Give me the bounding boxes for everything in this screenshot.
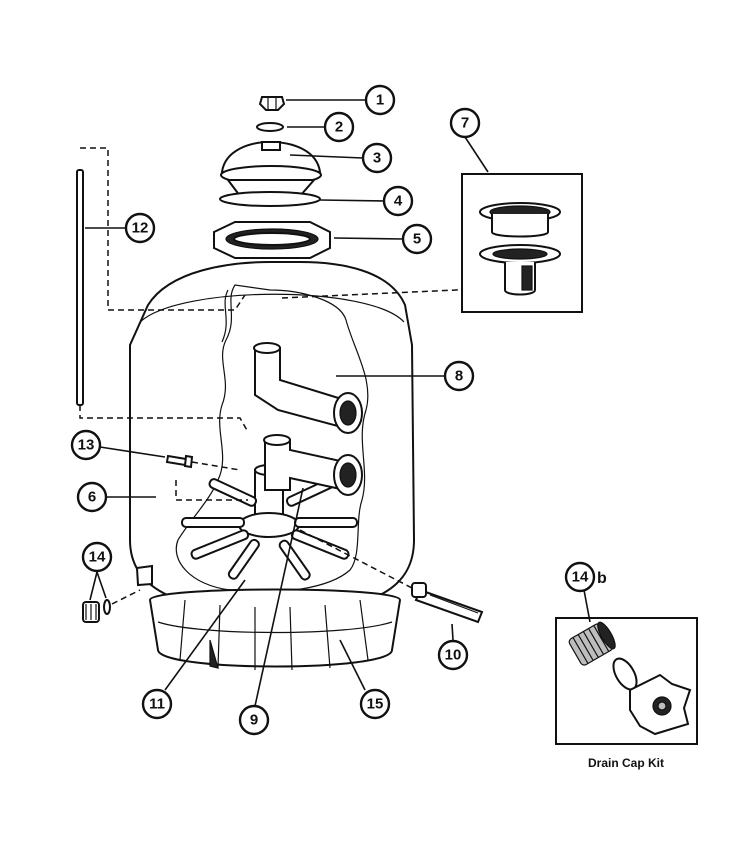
callout-12: 12 — [124, 212, 156, 244]
svg-text:7: 7 — [461, 115, 469, 132]
callout-2: 2 — [323, 111, 355, 143]
drain-cap-kit-box — [555, 589, 698, 745]
callout-14b: 14 b — [564, 561, 607, 593]
svg-text:5: 5 — [413, 231, 421, 248]
callout-11: 11 — [141, 688, 173, 720]
svg-text:3: 3 — [373, 150, 381, 167]
leader-lines — [85, 99, 489, 707]
callout-14b-suffix: b — [597, 570, 607, 587]
part-2-o-ring — [256, 122, 284, 132]
callout-8: 8 — [443, 360, 475, 392]
callout-15: 15 — [359, 688, 391, 720]
svg-text:14: 14 — [89, 549, 106, 566]
svg-text:9: 9 — [250, 712, 258, 729]
part-3-dome — [220, 140, 322, 197]
svg-text:13: 13 — [78, 437, 95, 454]
part-13-screw — [165, 454, 194, 469]
part-12-rod — [76, 169, 84, 406]
callout-10: 10 — [437, 639, 469, 671]
detail-box-7 — [461, 173, 583, 313]
callout-13: 13 — [70, 429, 102, 461]
svg-text:11: 11 — [149, 696, 165, 713]
internal-pipes — [253, 342, 363, 496]
callout-4: 4 — [382, 185, 414, 217]
svg-text:15: 15 — [367, 696, 384, 713]
part-14-drain-plug — [82, 599, 111, 623]
callout-7: 7 — [449, 107, 481, 139]
svg-text:8: 8 — [455, 368, 463, 385]
callout-1: 1 — [364, 84, 396, 116]
svg-text:1: 1 — [376, 92, 384, 109]
part-5-clamp-ring — [213, 221, 331, 259]
part-4-gasket — [219, 191, 321, 207]
svg-text:12: 12 — [132, 220, 149, 237]
callout-3: 3 — [361, 142, 393, 174]
svg-text:14: 14 — [572, 569, 589, 586]
part-10-tube — [411, 582, 484, 624]
drain-cap-kit-caption: Drain Cap Kit — [588, 756, 664, 770]
part-1-knob — [258, 96, 286, 111]
callout-14: 14 — [81, 541, 113, 573]
svg-text:6: 6 — [88, 489, 96, 506]
callout-6: 6 — [76, 481, 108, 513]
lateral-assembly — [181, 464, 358, 581]
callout-9: 9 — [238, 704, 270, 736]
callout-5: 5 — [401, 223, 433, 255]
svg-text:4: 4 — [394, 193, 403, 210]
svg-text:10: 10 — [445, 647, 462, 664]
svg-text:2: 2 — [335, 119, 343, 136]
tank-drain-port — [135, 564, 153, 587]
filter-base — [148, 588, 402, 671]
